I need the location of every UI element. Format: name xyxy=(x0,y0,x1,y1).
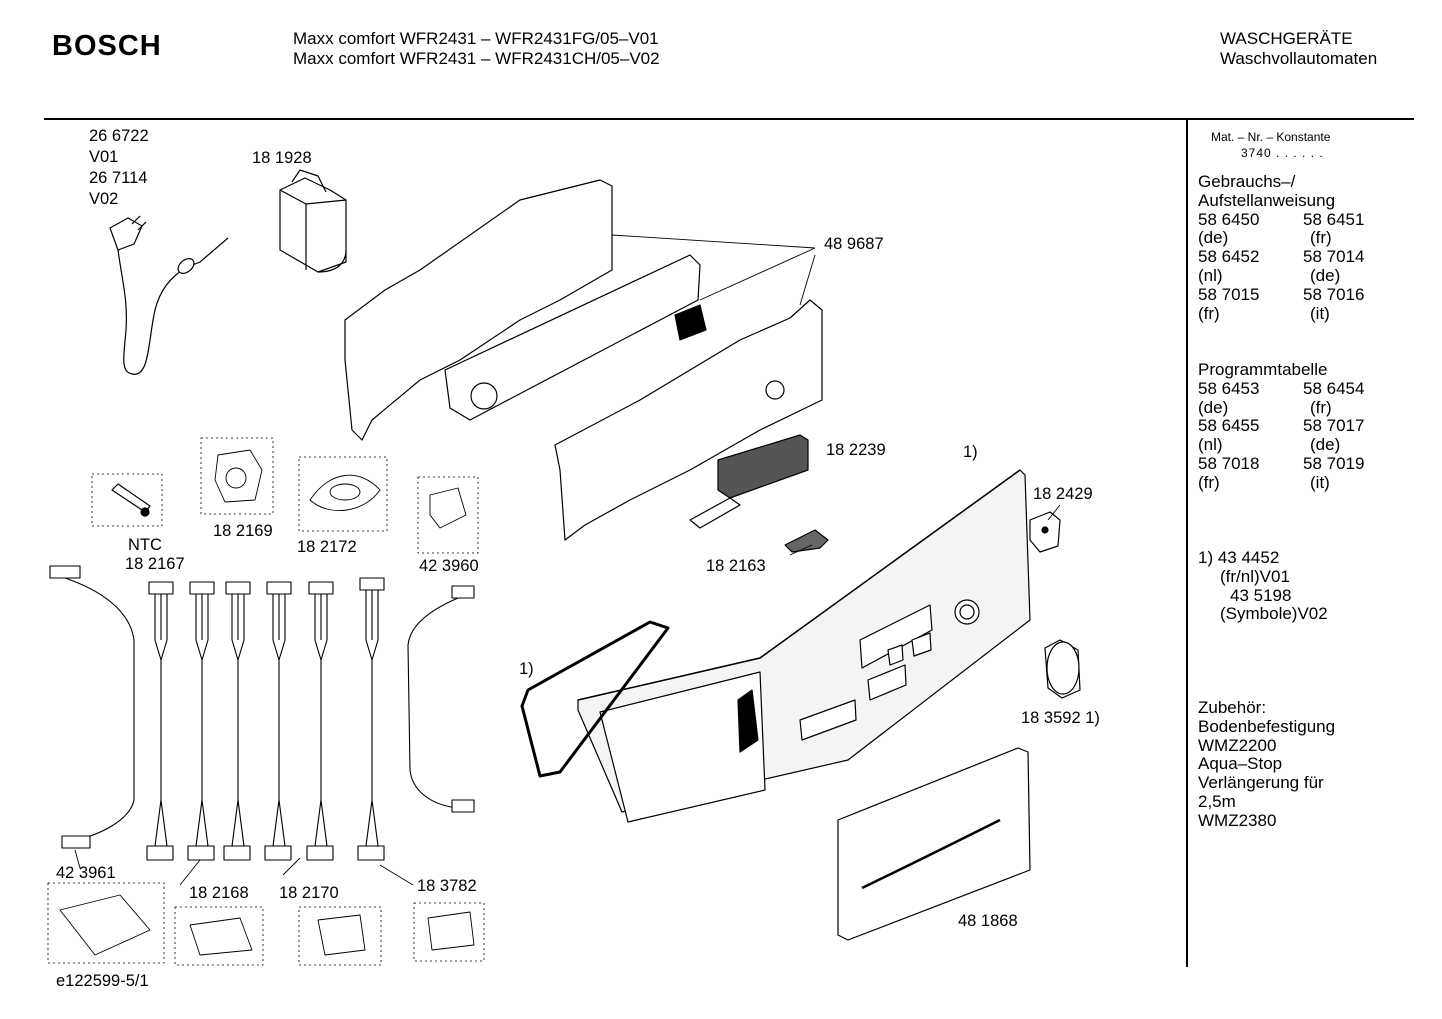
manual-cell: (fr) xyxy=(1198,303,1220,323)
program-cell: (it) xyxy=(1310,472,1330,492)
mat-nr-label: Mat. – Nr. – Konstante xyxy=(1211,130,1331,144)
part-label-v02: V02 xyxy=(89,190,119,208)
program-cell: 58 6453 xyxy=(1198,378,1260,398)
note-line: 43 5198 xyxy=(1230,585,1292,605)
manual-cell: 58 7016 xyxy=(1303,284,1365,304)
model-line-1: Maxx comfort WFR2431 – WFR2431FG/05–V01 xyxy=(293,29,659,48)
part-label-182170: 18 2170 xyxy=(279,884,339,902)
accessory-line: WMZ2380 xyxy=(1198,810,1277,830)
leader-lines xyxy=(74,504,1061,886)
part-label-182163: 18 2163 xyxy=(706,557,766,575)
drawer-front-drawing xyxy=(837,747,1031,941)
program-cell: (de) xyxy=(1198,397,1229,417)
control-panel-drawing xyxy=(577,469,1031,823)
manual-cell: 58 7015 xyxy=(1198,284,1260,304)
program-cell: 58 7017 xyxy=(1303,416,1365,436)
ntc-sensor-drawing xyxy=(91,473,163,527)
manual-cell: (fr) xyxy=(1310,228,1332,248)
accessory-line: Aqua–Stop xyxy=(1198,754,1283,774)
boxed-part-shapes xyxy=(59,449,475,956)
small-clip-drawing xyxy=(784,529,829,553)
diagram-id: e122599-5/1 xyxy=(56,972,149,990)
panel-seal-drawing xyxy=(520,620,670,778)
part-label-182169: 18 2169 xyxy=(213,522,273,540)
category-line-2: Waschvollautomaten xyxy=(1220,49,1378,68)
part-label-183592: 18 3592 1) xyxy=(1021,709,1100,727)
accessory-line: Verlängerung für xyxy=(1198,773,1324,793)
accessory-line: Zubehör: xyxy=(1198,698,1267,717)
program-cell: 58 6455 xyxy=(1198,416,1260,436)
program-cell: 58 7019 xyxy=(1303,453,1365,473)
manual-cell: 58 6451 xyxy=(1303,209,1365,229)
accessory-line: Bodenbefestigung xyxy=(1198,716,1336,736)
clip-drawing xyxy=(1029,511,1061,553)
manual-cell: (de) xyxy=(1198,228,1229,248)
manual-cell: 58 6450 xyxy=(1198,209,1260,229)
part-label-266722: 26 6722 xyxy=(89,127,149,145)
manual-heading-2: Aufstellanweisung xyxy=(1198,190,1336,210)
part-label-183782: 18 3782 xyxy=(417,877,477,895)
program-cell: 58 6454 xyxy=(1303,378,1365,398)
part-label-182168: 18 2168 xyxy=(189,884,249,902)
part-label-423960: 42 3960 xyxy=(419,557,479,575)
accessory-line: WMZ2200 xyxy=(1198,735,1277,755)
dashed-part-boxes xyxy=(47,437,485,966)
part-label-182429: 18 2429 xyxy=(1033,485,1093,503)
manual-cell: (it) xyxy=(1310,303,1330,323)
manual-cell: 58 6452 xyxy=(1198,247,1260,267)
category-line-1: WASCHGERÄTE xyxy=(1220,29,1353,48)
part-label-182167: 18 2167 xyxy=(125,555,185,573)
part-label-481868: 48 1868 xyxy=(958,912,1018,930)
part-label-note1-top: 1) xyxy=(963,443,978,461)
part-label-267114: 26 7114 xyxy=(89,169,148,187)
part-label-181928: 18 1928 xyxy=(252,149,312,167)
program-cell: (nl) xyxy=(1198,435,1223,455)
filter-drawing xyxy=(279,169,347,273)
manual-cell: (de) xyxy=(1310,265,1341,285)
note-line: 1) 43 4452 xyxy=(1198,548,1280,567)
manual-cell: 58 7014 xyxy=(1303,247,1365,267)
part-label-ntc: NTC xyxy=(128,536,162,554)
manual-heading-1: Gebrauchs–/ xyxy=(1198,172,1296,191)
note-line: (fr/nl)V01 xyxy=(1220,566,1290,586)
part-label-423961: 42 3961 xyxy=(56,864,116,882)
power-cord-drawing xyxy=(109,215,229,375)
part-label-489687: 48 9687 xyxy=(824,235,884,253)
program-cell: (fr) xyxy=(1198,472,1220,492)
program-cell: (fr) xyxy=(1310,397,1332,417)
part-label-note1-left: 1) xyxy=(519,660,534,678)
part-label-182239: 18 2239 xyxy=(826,441,886,459)
knob-drawing xyxy=(1044,639,1081,699)
control-housing-drawing xyxy=(344,179,823,541)
accessory-line: 2,5m xyxy=(1198,791,1236,811)
brand-logo: BOSCH xyxy=(52,30,162,62)
note-line: (Symbole)V02 xyxy=(1220,604,1328,624)
program-heading: Programmtabelle xyxy=(1198,360,1328,379)
mat-nr-value: 3740 . . . . . . xyxy=(1241,146,1324,160)
part-label-182172: 18 2172 xyxy=(297,538,357,556)
program-cell: (de) xyxy=(1310,435,1341,455)
wire-harnesses xyxy=(49,565,475,861)
program-cell: 58 7018 xyxy=(1198,453,1260,473)
part-label-v01: V01 xyxy=(89,148,119,166)
model-line-2: Maxx comfort WFR2431 – WFR2431CH/05–V02 xyxy=(293,49,660,68)
manual-cell: (nl) xyxy=(1198,265,1223,285)
display-cover-drawing xyxy=(689,434,809,529)
